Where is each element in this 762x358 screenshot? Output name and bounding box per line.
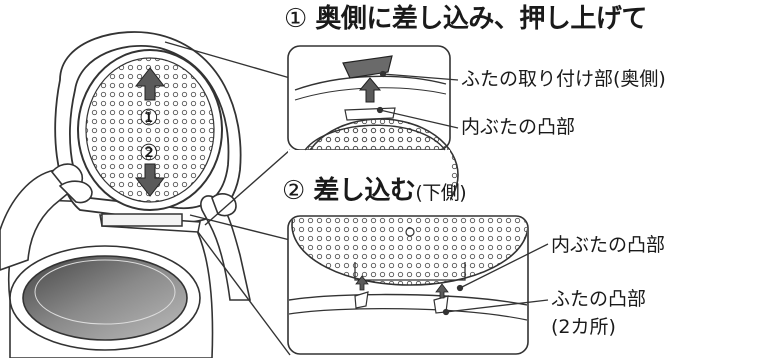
direction-arrows [134,67,166,197]
rice-cooker-body [7,199,214,358]
lid-marker-2: ② [139,141,159,166]
step1-number: ① [284,4,307,34]
label-lid-tab-count: (2カ所) [551,316,616,338]
label-inner-lid-tab-bottom: 内ぶたの凸部 [551,234,666,256]
inset-bottom-leaders [442,243,549,316]
lid-marker-1: ① [139,106,159,131]
step2-title: 差し込む [313,176,416,206]
step1-heading: ① 奥側に差し込み、押し上げて [284,6,647,32]
step2-heading: ② 差し込む(下側) [282,176,467,206]
callout-lines [164,41,291,356]
inset-top [287,45,459,240]
step2-subtitle: (下側) [415,182,467,204]
inset-bottom [287,215,529,355]
hands [0,163,251,301]
step2-number: ② [282,176,305,206]
step1-title: 奥側に差し込み、押し上げて [315,4,647,34]
inner-lid [77,49,223,211]
label-lid-tab: ふたの凸部 [551,288,647,310]
label-inner-lid-tab-top: 内ぶたの凸部 [461,116,576,138]
inset-top-leaders [376,70,459,129]
label-lid-mount: ふたの取り付け部(奥側) [461,68,666,90]
hinge [99,213,201,233]
